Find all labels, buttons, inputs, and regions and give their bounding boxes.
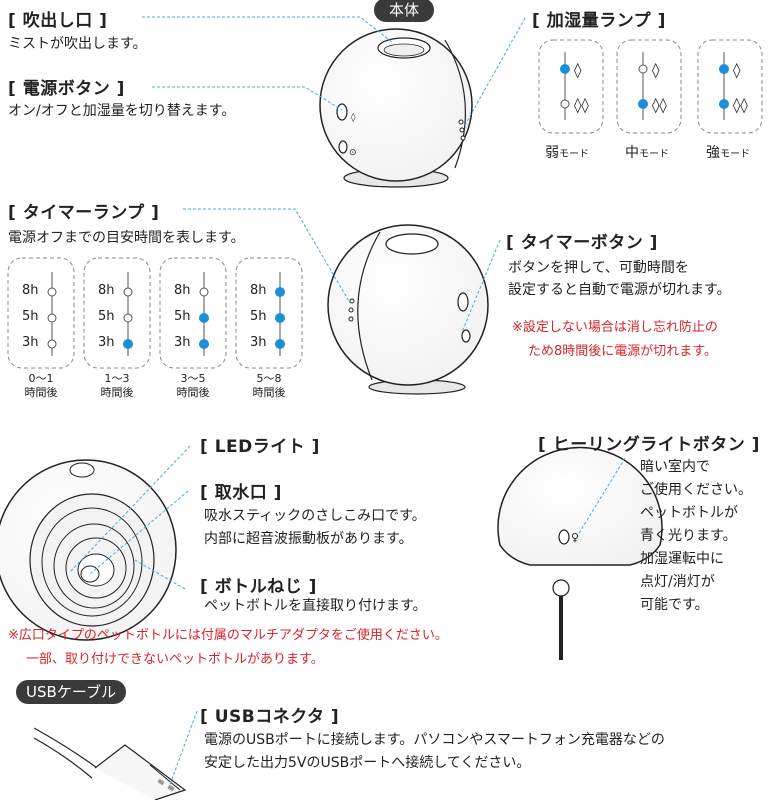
humidity-lamp-boxes [538, 39, 763, 134]
timer-level-label: 8h [22, 283, 39, 298]
outlet-desc: ミストが吹出します。 [8, 36, 147, 52]
timer-level-label: 5h [174, 309, 191, 324]
humidifier-front-view: ♀ [497, 446, 663, 660]
mode-strong-label: 強モード [706, 145, 750, 161]
mode-weak-label: 弱モード [545, 145, 589, 161]
droplet-icons: ◊◊◊ ◊◊◊ ◊◊◊ [574, 61, 748, 114]
usb-connector-desc-2: 安定した出力5VのUSBポートへ接続してください。 [204, 755, 531, 771]
svg-text:◊: ◊ [652, 61, 660, 79]
water-inlet-title: [ 取水口 ] [200, 483, 282, 503]
timer-lamp-title: [ タイマーランプ ] [8, 203, 160, 223]
timer-level-label: 3h [250, 335, 267, 350]
bottle-screw-title: [ ボトルねじ ] [200, 577, 317, 597]
bottle-screw-desc: ペットボトルを直接取り付けます。 [204, 598, 427, 614]
humidity-lamp-indicators [560, 52, 729, 120]
svg-text:◊◊: ◊◊ [733, 96, 748, 114]
timer-level-label: 3h [22, 335, 39, 350]
timer-level-label: 8h [98, 283, 115, 298]
timer-button-note-2: ため8時間後に電源が切れます。 [528, 344, 717, 359]
leader-lines-mid [183, 208, 501, 333]
leader-lines-healing [577, 457, 626, 536]
usb-connector-desc-1: 電源のUSBポートに接続します。パソコンやスマートフォン充電器などの [204, 732, 665, 748]
timer-level-label: 8h [250, 283, 267, 298]
timer-level-label: 5h [22, 309, 39, 324]
power-button-title: [ 電源ボタン ] [8, 79, 125, 99]
timer-lamp-indicators [47, 272, 285, 356]
svg-text:◊: ◊ [351, 112, 356, 123]
svg-text:♀: ♀ [571, 531, 579, 544]
timer-button-desc-2: 設定すると自動で電源が切れます。 [508, 282, 731, 298]
bottle-note-1: ※広口タイプのペットボトルには付属のマルチアダプタをご使用ください。 [8, 628, 448, 643]
mode-medium-label: 中モード [625, 145, 669, 161]
water-inlet-desc-2: 内部に超音波振動板があります。 [204, 531, 413, 547]
leader-lines-bottom [69, 445, 191, 590]
timer-lamp-desc: 電源オフまでの目安時間を表します。 [8, 230, 245, 246]
timer-level-label: 3h [98, 335, 115, 350]
svg-text:◊◊: ◊◊ [574, 96, 589, 114]
humidifier-bottom-view [0, 459, 177, 641]
svg-text:⊙: ⊙ [349, 148, 357, 158]
water-inlet-desc-1: 吸水スティックのさしこみ口です。 [204, 508, 426, 524]
body-tag: 本体 [374, 0, 434, 22]
svg-text:◊: ◊ [733, 61, 741, 79]
timer-button-desc-1: ボタンを押して、可動時間を [508, 260, 689, 276]
power-button-desc: オン/オフと加湿量を切り替えます。 [8, 103, 236, 119]
humidifier-top-view: ◊ ⊙ [319, 28, 473, 188]
timer-lamp-boxes [7, 257, 303, 369]
usb-tag: USBケーブル [16, 680, 126, 704]
outlet-title: [ 吹出し口 ] [8, 11, 108, 31]
bottle-note-2: 一部、取り付けできないペットボトルがあります。 [26, 652, 324, 667]
timer-button-note-1: ※設定しない場合は消し忘れ防止の [512, 320, 718, 335]
leader-lines-top [142, 16, 526, 126]
humidity-lamp-title: [ 加湿量ランプ ] [532, 11, 666, 31]
timer-level-label: 5h [250, 309, 267, 324]
healing-button-desc: 暗い室内で ご使用ください。 ペットボトルが 青く光ります。 加湿運転中に 点灯… [640, 459, 752, 613]
svg-text:◊: ◊ [574, 61, 582, 79]
healing-button-title: [ ヒーリングライトボタン ] [538, 435, 760, 455]
timer-level-label: 8h [174, 283, 191, 298]
svg-text:◊◊: ◊◊ [652, 96, 667, 114]
humidifier-side-view [327, 224, 489, 395]
timer-level-label: 5h [98, 309, 115, 324]
leader-lines-usb [167, 710, 198, 791]
led-light-title: [ LEDライト ] [200, 437, 320, 457]
timer-button-title: [ タイマーボタン ] [506, 233, 658, 253]
timer-level-label: 3h [174, 335, 191, 350]
usb-cable-drawing [33, 727, 187, 800]
usb-connector-title: [ USBコネクタ ] [200, 707, 340, 727]
